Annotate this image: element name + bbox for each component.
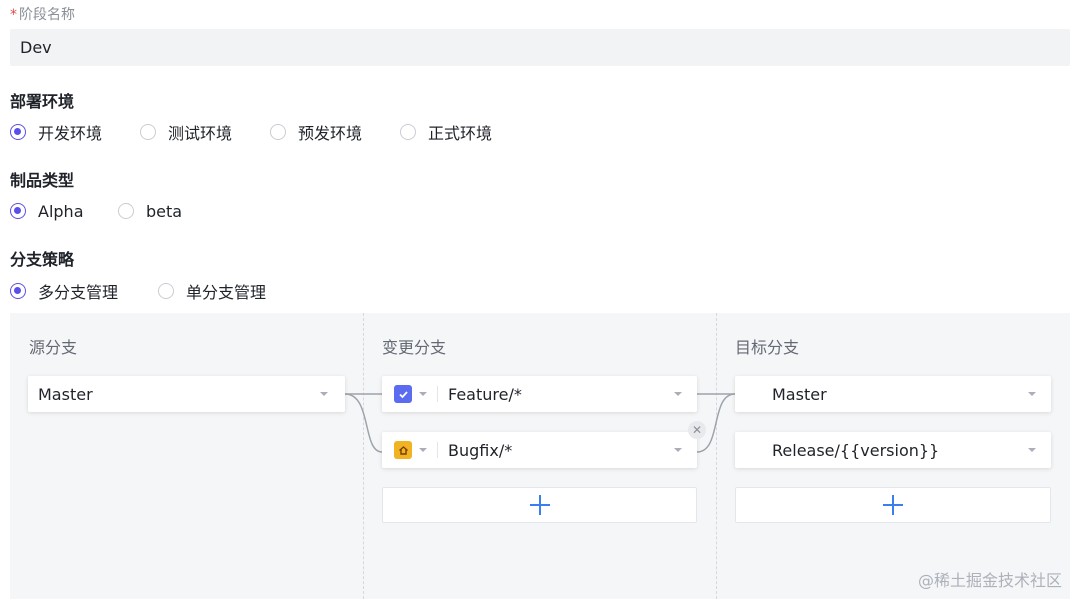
stage-name-input[interactable] — [10, 29, 1070, 66]
remove-branch-close-icon[interactable]: ✕ — [688, 421, 706, 439]
column-divider — [363, 313, 364, 599]
plus-icon — [529, 495, 550, 515]
select-value: Bugfix/* — [448, 440, 513, 460]
select-value: Master — [772, 384, 827, 404]
stage-name-label: *阶段名称 — [10, 4, 75, 24]
chevron-down-icon — [674, 448, 682, 452]
radio-deploy-env-dev[interactable]: 开发环境 — [10, 120, 140, 144]
change-branch-select-feature[interactable]: Feature/* — [382, 376, 697, 412]
select-value: Feature/* — [448, 384, 522, 404]
radio-unchecked-icon — [118, 203, 134, 219]
change-branch-select-bugfix[interactable]: Bugfix/* — [382, 432, 697, 468]
radio-label: 单分支管理 — [186, 283, 267, 302]
source-branch-select[interactable]: Master — [28, 376, 345, 412]
radio-checked-icon — [10, 283, 26, 299]
radio-strategy-single[interactable]: 单分支管理 — [158, 279, 266, 303]
home-icon[interactable] — [394, 441, 412, 459]
radio-unchecked-icon — [158, 283, 174, 299]
divider — [437, 386, 438, 402]
radio-label: 开发环境 — [38, 124, 103, 143]
checkbox-icon[interactable] — [394, 385, 412, 403]
radio-artifact-alpha[interactable]: Alpha — [10, 202, 118, 221]
radio-strategy-multi[interactable]: 多分支管理 — [10, 279, 158, 303]
target-branch-title: 目标分支 — [735, 338, 800, 357]
watermark: @稀土掘金技术社区 — [917, 571, 1062, 590]
radio-checked-icon — [10, 203, 26, 219]
source-branch-title: 源分支 — [29, 338, 78, 357]
radio-label: 预发环境 — [298, 124, 363, 143]
radio-label: Alpha — [38, 201, 84, 221]
target-branch-select-release[interactable]: Release/{{version}} — [735, 432, 1051, 468]
add-change-branch-button[interactable] — [382, 487, 697, 523]
branch-strategy-title: 分支策略 — [10, 250, 75, 269]
chevron-down-icon — [1028, 448, 1036, 452]
stage-name-label-text: 阶段名称 — [19, 7, 75, 23]
radio-label: 正式环境 — [428, 124, 493, 143]
select-value: Release/{{version}} — [772, 440, 940, 460]
target-branch-select-master[interactable]: Master — [735, 376, 1051, 412]
column-divider — [716, 313, 717, 599]
chevron-down-icon — [1028, 392, 1036, 396]
radio-deploy-env-staging[interactable]: 预发环境 — [270, 120, 400, 144]
select-value: Master — [38, 384, 93, 404]
plus-icon — [883, 495, 903, 515]
branch-strategy-radio-group: 多分支管理 单分支管理 — [10, 279, 266, 303]
deploy-env-title: 部署环境 — [10, 92, 75, 111]
change-branch-title: 变更分支 — [382, 338, 447, 357]
deploy-env-radio-group: 开发环境 测试环境 预发环境 正式环境 — [10, 120, 492, 144]
chevron-down-icon — [674, 392, 682, 396]
radio-label: 多分支管理 — [38, 283, 119, 302]
radio-checked-icon — [10, 124, 26, 140]
chevron-down-icon[interactable] — [419, 392, 427, 396]
radio-unchecked-icon — [140, 124, 156, 140]
chevron-down-icon — [320, 392, 328, 396]
divider — [437, 442, 438, 458]
add-target-branch-button[interactable] — [735, 487, 1051, 523]
radio-label: 测试环境 — [168, 124, 233, 143]
required-mark: * — [10, 7, 17, 23]
radio-unchecked-icon — [400, 124, 416, 140]
radio-deploy-env-test[interactable]: 测试环境 — [140, 120, 270, 144]
artifact-type-title: 制品类型 — [10, 171, 75, 190]
radio-deploy-env-prod[interactable]: 正式环境 — [400, 120, 492, 144]
radio-artifact-beta[interactable]: beta — [118, 202, 182, 221]
radio-label: beta — [146, 201, 183, 221]
radio-unchecked-icon — [270, 124, 286, 140]
artifact-type-radio-group: Alpha beta — [10, 199, 182, 223]
chevron-down-icon[interactable] — [419, 448, 427, 452]
